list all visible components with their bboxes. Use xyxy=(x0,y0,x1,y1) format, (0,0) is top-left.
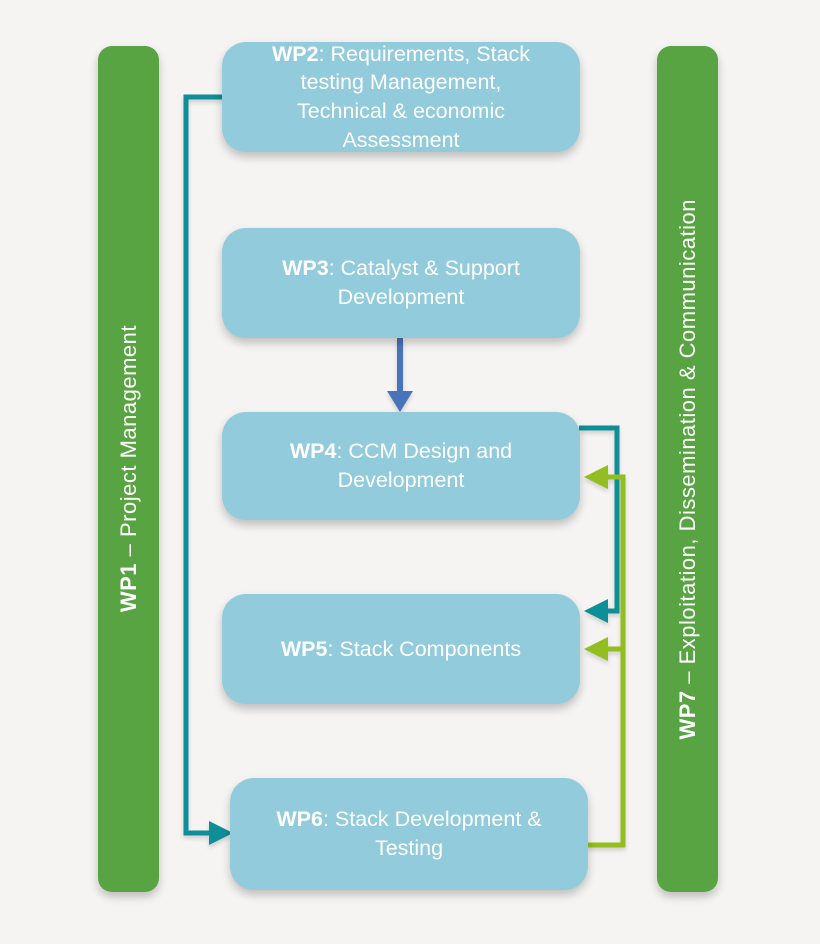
connector-wp4-to-wp5 xyxy=(579,425,620,623)
wp2-label: WP2: Requirements, Stack testing Managem… xyxy=(222,40,580,154)
arrow-wp3-to-wp4 xyxy=(387,338,413,412)
wp7-bar-label-rest: – Exploitation, Dissemination & Communic… xyxy=(674,198,700,691)
wp4-label-rest: : CCM Design and Development xyxy=(336,439,513,492)
arrow-head-icon xyxy=(584,599,608,623)
wp3-box: WP3: Catalyst & Support Development xyxy=(222,228,580,338)
wp2-label-rest: : Requirements, Stack testing Management… xyxy=(297,41,531,152)
wp4-label-bold: WP4 xyxy=(289,439,337,464)
wp2-box: WP2: Requirements, Stack testing Managem… xyxy=(222,42,580,152)
arrow-head-icon xyxy=(584,465,608,489)
wp2-label-bold: WP2 xyxy=(271,41,319,66)
wp1-bar-label-rest: – Project Management xyxy=(115,325,141,564)
wp5-label-bold: WP5 xyxy=(280,636,328,661)
arrow-head-icon xyxy=(584,637,608,661)
wp4-label: WP4: CCM Design and Development xyxy=(222,437,580,494)
wp5-box: WP5: Stack Components xyxy=(222,594,580,704)
wp4-box: WP4: CCM Design and Development xyxy=(222,412,580,520)
wp1-bar-label: WP1 – Project Management xyxy=(116,325,142,612)
wp3-label: WP3: Catalyst & Support Development xyxy=(222,254,580,311)
wp7-bar-label: WP7 – Exploitation, Dissemination & Comm… xyxy=(675,199,701,740)
wp7-bar: WP7 – Exploitation, Dissemination & Comm… xyxy=(657,46,718,892)
wp7-bar-label-bold: WP7 xyxy=(674,690,700,740)
wp1-bar-label-bold: WP1 xyxy=(115,563,141,613)
connector-wp6-to-wp4-wp5 xyxy=(584,465,626,848)
wp3-label-rest: : Catalyst & Support Development xyxy=(328,256,520,309)
wp3-label-bold: WP3 xyxy=(282,256,329,281)
wp6-label-rest: : Stack Development & Testing xyxy=(322,807,542,860)
wp1-bar: WP1 – Project Management xyxy=(98,46,159,892)
wp5-label-rest: : Stack Components xyxy=(327,636,522,661)
arrow-head-icon xyxy=(387,391,413,412)
wp5-label: WP5: Stack Components xyxy=(249,635,553,664)
wp6-label-bold: WP6 xyxy=(276,807,323,832)
wp6-label: WP6: Stack Development & Testing xyxy=(230,805,588,862)
wp6-box: WP6: Stack Development & Testing xyxy=(230,778,588,890)
